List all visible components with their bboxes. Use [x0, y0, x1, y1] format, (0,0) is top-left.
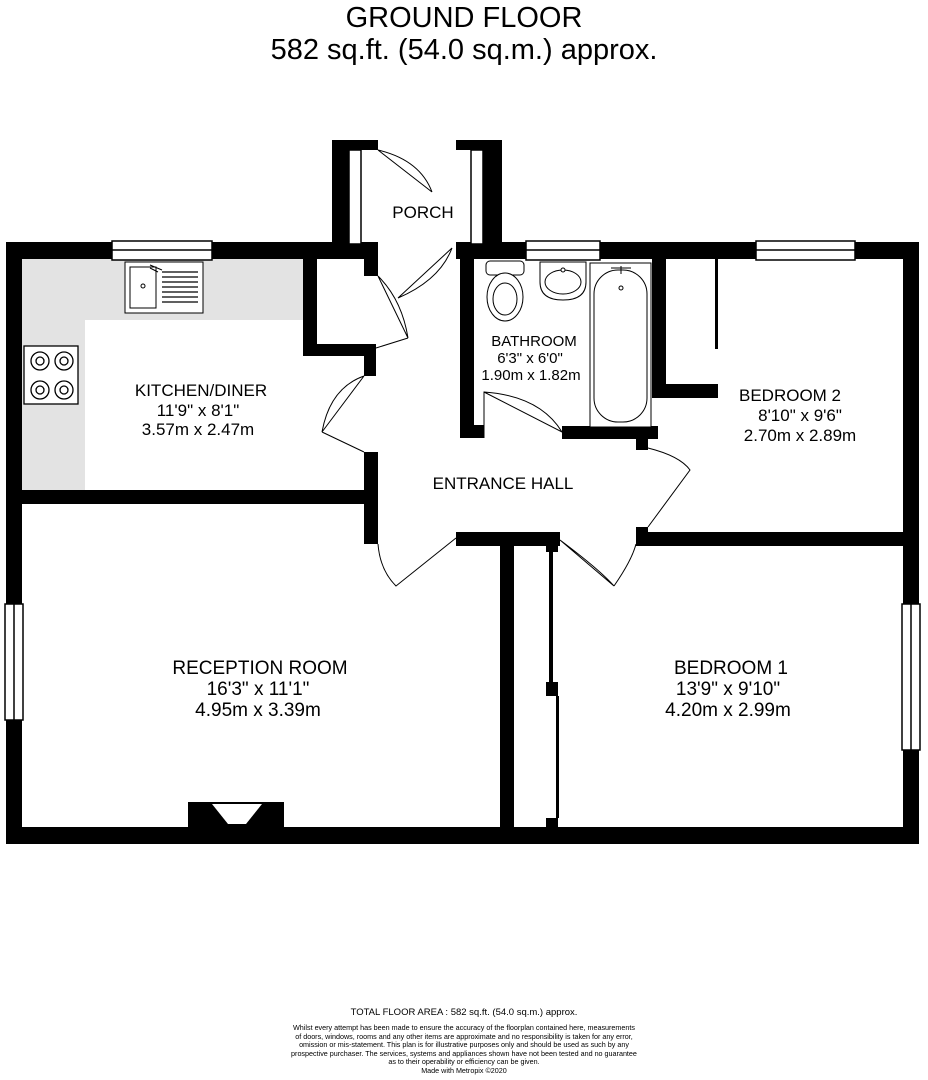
disclaimer-line: prospective purchaser. The services, sys…: [291, 1048, 637, 1058]
windows: [4, 149, 921, 751]
kitchen-sink: [124, 261, 204, 314]
walls: [6, 140, 919, 844]
bedroom1-imperial: 13'9" x 9'10": [676, 679, 780, 700]
hall-label: ENTRANCE HALL: [433, 474, 574, 493]
disclaimer-line: of doors, windows, rooms and any other i…: [295, 1031, 633, 1041]
bedroom2-label: BEDROOM 2: [739, 386, 841, 405]
kitchen-imperial: 11'9" x 8'1": [157, 401, 240, 420]
bathroom-metric: 1.90m x 1.82m: [481, 367, 580, 384]
disclaimer-line: Whilst every attempt has been made to en…: [293, 1023, 635, 1032]
basin: [539, 261, 587, 301]
reception-label: RECEPTION ROOM: [172, 658, 347, 679]
kitchen-hob: [23, 345, 79, 405]
porch-window-right: [470, 149, 484, 245]
fireplace: [212, 804, 262, 824]
disclaimer: Whilst every attempt has been made to en…: [214, 1023, 714, 1076]
floor-area: 582 sq.ft. (54.0 sq.m.) approx.: [270, 34, 658, 66]
kitchen-worktop: [22, 259, 303, 490]
toilet: [485, 260, 525, 322]
floor-plan: PORCH KITCHEN/DINER 11'9" x 8'1" 3.57m x…: [4, 140, 921, 844]
doors: [321, 149, 691, 587]
bedroom1-metric: 4.20m x 2.99m: [665, 700, 791, 721]
kitchen-metric: 3.57m x 2.47m: [142, 420, 254, 439]
metropix-credit: Made with Metropix ©2020: [421, 1065, 507, 1075]
kitchen-label: KITCHEN/DINER: [135, 381, 267, 400]
reception-imperial: 16'3" x 11'1": [207, 679, 310, 700]
bedroom2-imperial: 8'10" x 9'6": [758, 406, 842, 425]
porch-label: PORCH: [392, 203, 453, 222]
bathroom-label: BATHROOM: [491, 333, 577, 350]
disclaimer-line: omission or mis-statement. This plan is …: [299, 1040, 629, 1050]
bathtub: [589, 262, 652, 428]
porch-window-left: [348, 149, 362, 245]
floor-title: GROUND FLOOR: [345, 2, 583, 34]
bedroom2-metric: 2.70m x 2.89m: [744, 426, 856, 445]
bathroom-imperial: 6'3" x 6'0": [497, 350, 563, 367]
bedroom1-label: BEDROOM 1: [674, 658, 788, 679]
reception-metric: 4.95m x 3.39m: [195, 700, 321, 721]
disclaimer-line: as to their operability or efficiency ca…: [388, 1057, 540, 1067]
total-floor-area: TOTAL FLOOR AREA : 582 sq.ft. (54.0 sq.m…: [350, 1007, 578, 1018]
